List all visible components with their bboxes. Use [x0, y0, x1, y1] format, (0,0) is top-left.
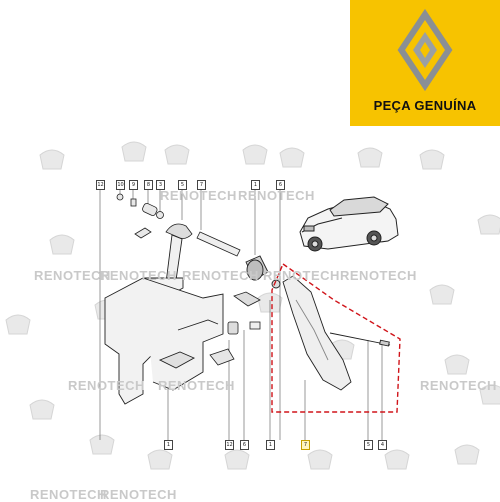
- callout-box: 4: [378, 440, 387, 450]
- callout-box: 1: [164, 440, 173, 450]
- callout-box: 9: [129, 180, 138, 190]
- watermark-text: RENOTECH: [420, 378, 497, 393]
- renault-badge-icon: [444, 354, 470, 375]
- renault-badge-icon: [39, 149, 65, 170]
- suv-car-illustration: [299, 196, 399, 252]
- watermark-text: RENOTECH: [340, 268, 417, 283]
- hardware-parts: [116, 193, 164, 302]
- renault-badge-icon: [454, 444, 480, 465]
- callout-box: 8: [144, 180, 153, 190]
- callout-box: 1: [266, 440, 275, 450]
- watermark-text: RENOTECH: [68, 378, 145, 393]
- renault-badge-icon: [164, 144, 190, 165]
- clip-part: [130, 198, 137, 207]
- renault-badge-icon: [429, 284, 455, 305]
- watermark-text: RENOTECH: [30, 487, 107, 502]
- highlight-outline: [271, 262, 401, 413]
- callout-box: 7: [197, 180, 206, 190]
- leader-lines: [99, 188, 383, 440]
- callout-box: 10: [116, 180, 125, 190]
- accelerator-pedal: [282, 275, 391, 391]
- watermark-text: RENOTECH: [238, 188, 315, 203]
- stop-light-switch: [209, 291, 261, 366]
- renault-badge-icon: [89, 434, 115, 455]
- renault-badge-icon: [147, 449, 173, 470]
- genuine-part-label: PEÇA GENUÍNA: [373, 98, 477, 113]
- renault-badge-icon: [121, 141, 147, 162]
- pedal-spring-cylinder: [245, 255, 281, 289]
- nut-part: [116, 193, 124, 201]
- renault-badge-icon: [307, 449, 333, 470]
- renault-badge-icon: [357, 147, 383, 168]
- watermark-text: RENOTECH: [158, 378, 235, 393]
- callout-box: 6: [240, 440, 249, 450]
- bushing-part: [142, 203, 158, 216]
- callout-box: 3: [156, 180, 165, 190]
- renault-badge-icon: [224, 449, 250, 470]
- callout-box: 1: [251, 180, 260, 190]
- callout-box: 12: [225, 440, 234, 450]
- renault-diamond-logo: [396, 7, 454, 93]
- renault-badge-icon: [477, 214, 500, 235]
- watermark-text: RENOTECH: [34, 268, 111, 283]
- callout-box: 12: [96, 180, 105, 190]
- genuine-part-badge: PEÇA GENUÍNA: [350, 0, 500, 126]
- callout-box: 5: [364, 440, 373, 450]
- renault-badge-icon: [49, 234, 75, 255]
- renault-badge-icon: [29, 399, 55, 420]
- renault-badge-icon: [242, 144, 268, 165]
- renault-badge-icon: [5, 314, 31, 335]
- callout-box-highlighted: 7: [301, 440, 310, 450]
- renault-badge-icon: [279, 147, 305, 168]
- watermark-text: RENOTECH: [263, 268, 340, 283]
- pivot-shaft: [165, 223, 241, 257]
- renault-badge-icon: [479, 384, 500, 405]
- watermark-text: RENOTECH: [100, 487, 177, 502]
- callout-box: 6: [276, 180, 285, 190]
- washer-part: [156, 211, 164, 219]
- renault-badge-icon: [384, 449, 410, 470]
- pedal-bracket: [104, 277, 224, 405]
- callout-box: 5: [178, 180, 187, 190]
- watermark-text: RENOTECH: [160, 188, 237, 203]
- watermark-text: RENOTECH: [182, 268, 259, 283]
- watermark-text: RENOTECH: [100, 268, 177, 283]
- renault-badge-icon: [419, 149, 445, 170]
- clip-part: [134, 227, 152, 239]
